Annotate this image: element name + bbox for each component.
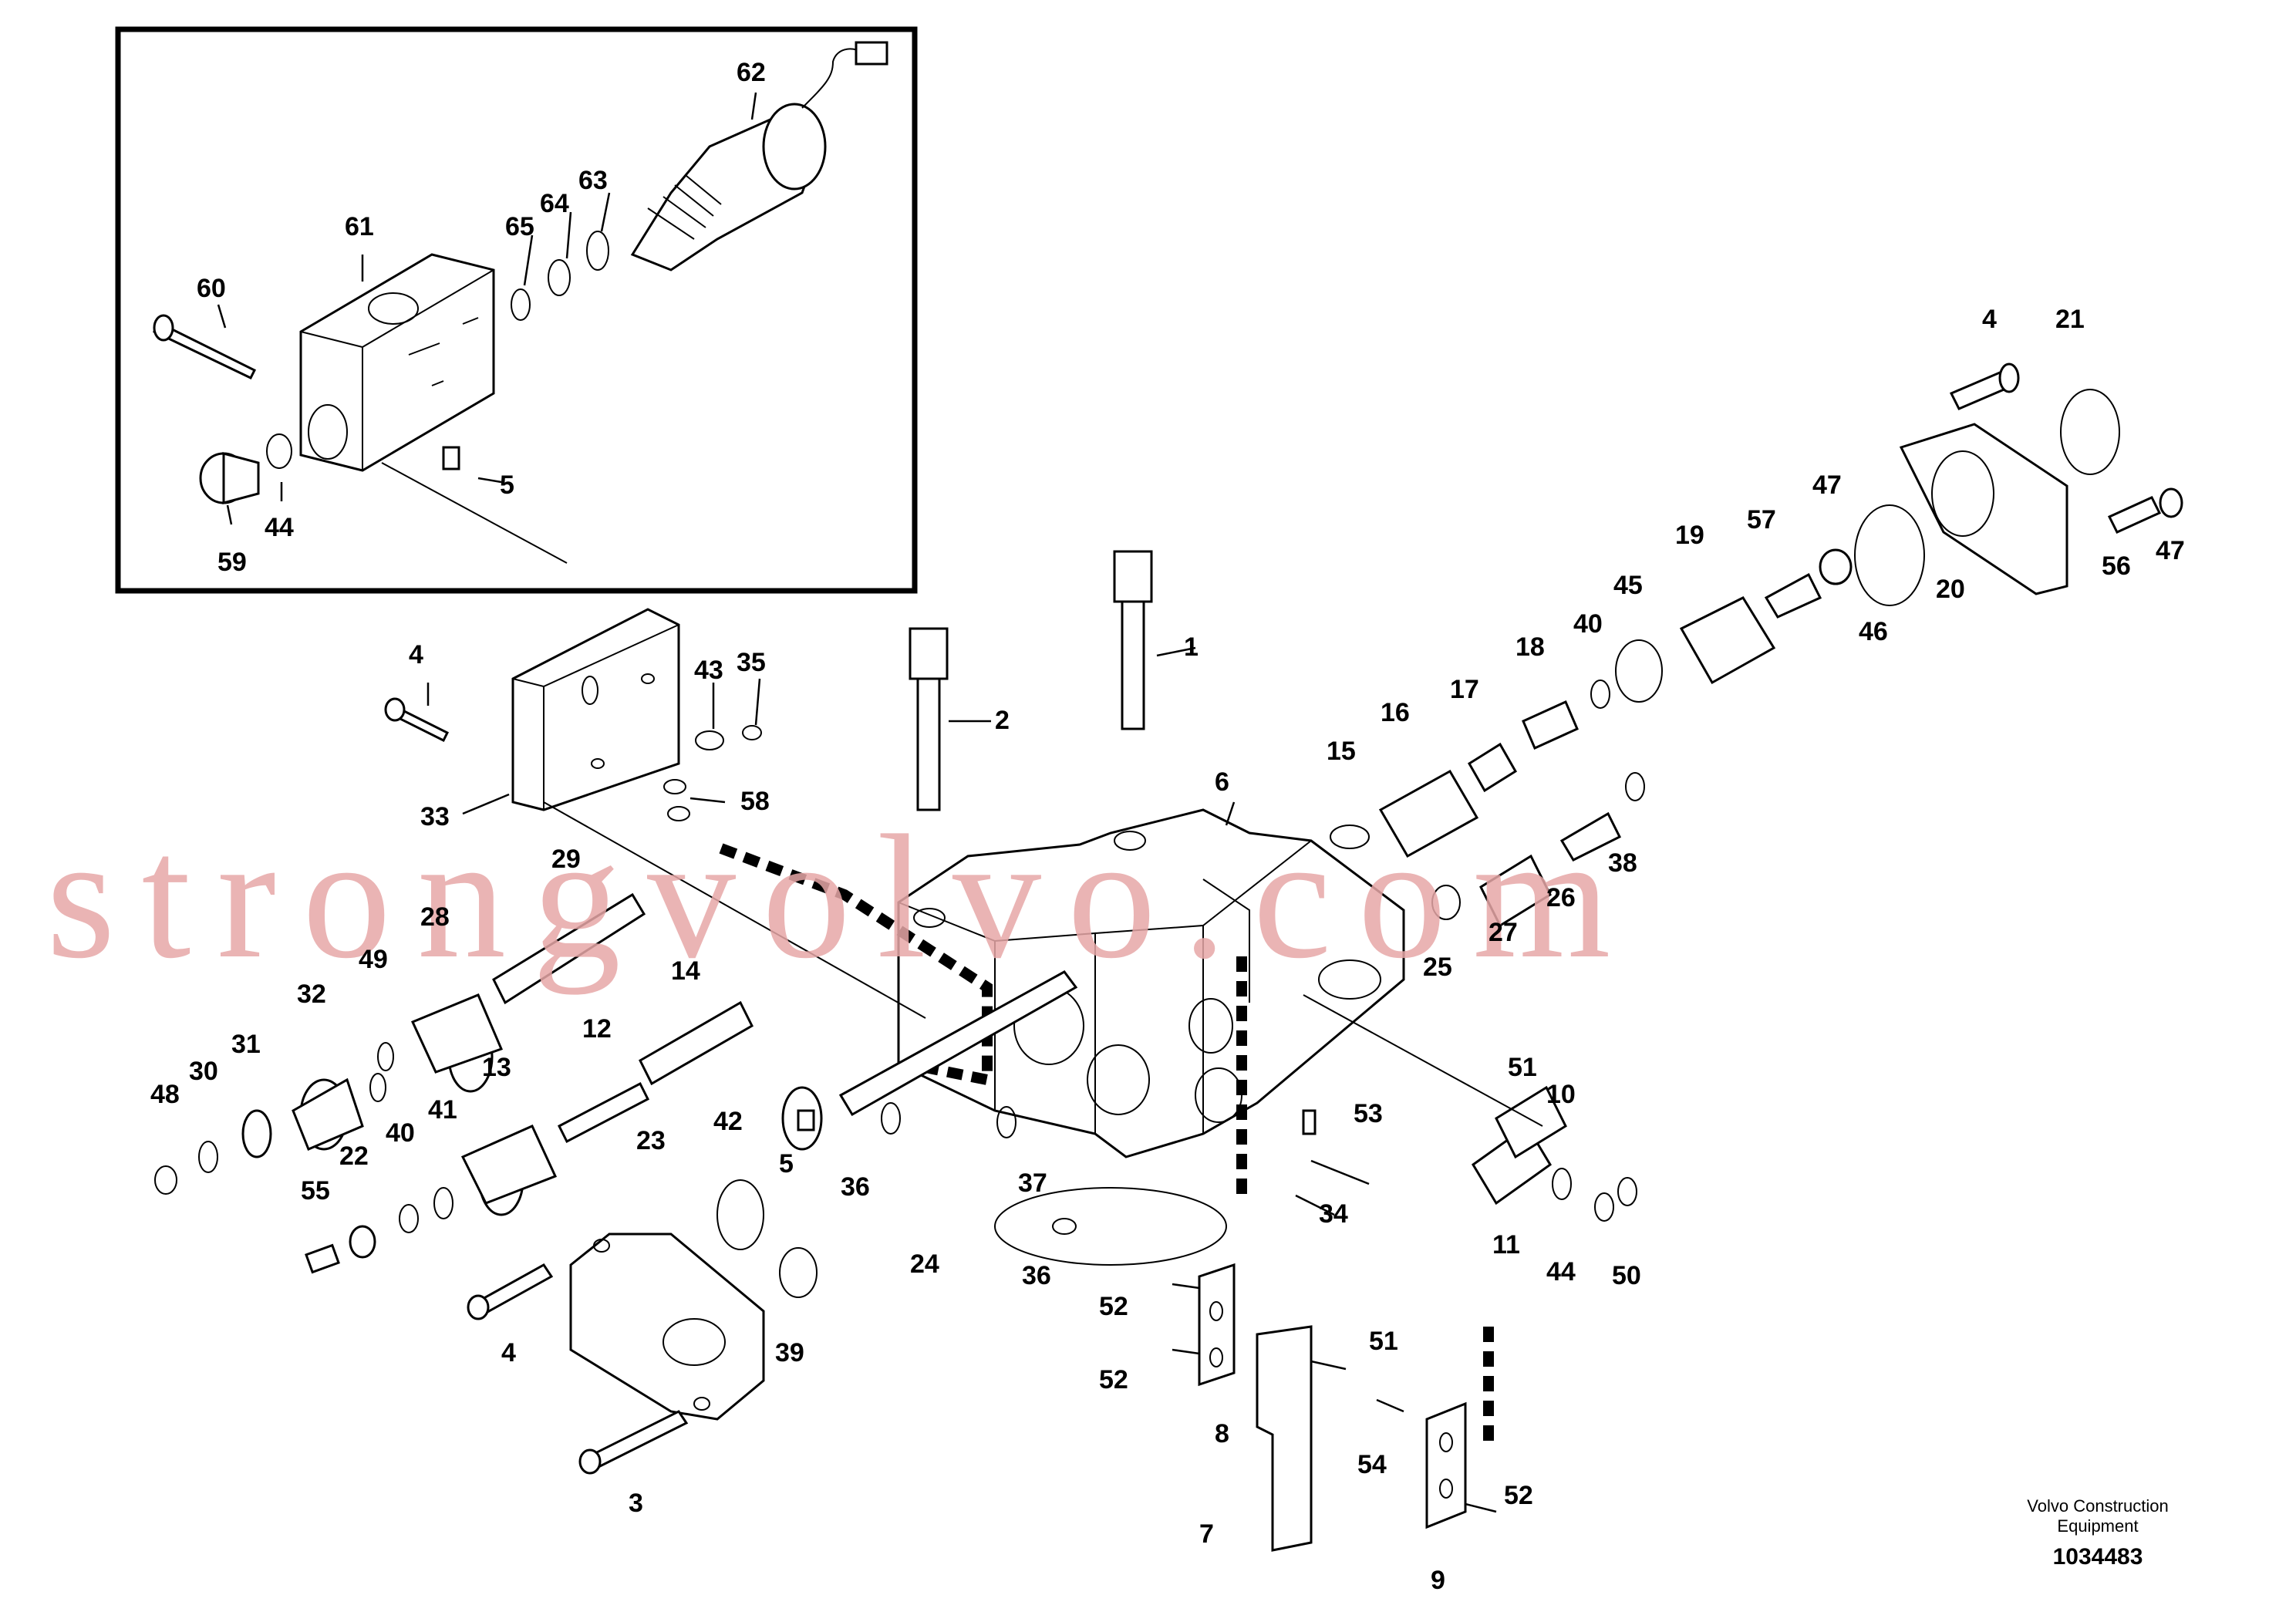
- callout-63: 63: [578, 166, 608, 195]
- section-lines: [719, 843, 1494, 1450]
- callout-9: 9: [1431, 1566, 1445, 1595]
- callout-3: 3: [629, 1489, 643, 1518]
- callout-15: 15: [1327, 737, 1356, 766]
- callout-14: 14: [671, 956, 700, 986]
- callout-49: 49: [359, 945, 388, 974]
- brand-line-2: Equipment: [2057, 1516, 2138, 1536]
- callout-23: 23: [636, 1126, 666, 1155]
- brand-line-1: Volvo Construction: [2027, 1496, 2168, 1516]
- linkage: [1172, 1263, 1497, 1552]
- callout-30: 30: [189, 1057, 218, 1086]
- callout-48: 48: [150, 1080, 180, 1109]
- callout-39: 39: [775, 1338, 804, 1367]
- callout-37: 37: [1018, 1168, 1047, 1198]
- right-spools: [1303, 363, 2183, 1222]
- callout-53: 53: [1354, 1099, 1383, 1128]
- callout-41: 41: [428, 1095, 457, 1125]
- brand-block: Volvo Construction Equipment 1034483: [2027, 1496, 2168, 1570]
- callout-35: 35: [737, 648, 766, 677]
- inset-detail: [115, 26, 918, 594]
- callout-8: 8: [1215, 1419, 1229, 1448]
- callout-31: 31: [231, 1030, 261, 1059]
- callout-20: 20: [1936, 575, 1965, 604]
- callout-44-inset: 44: [265, 513, 294, 542]
- callout-46: 46: [1859, 617, 1888, 646]
- callout-57: 57: [1747, 505, 1776, 534]
- callout-52-mid: 52: [1099, 1365, 1128, 1394]
- callout-12: 12: [582, 1014, 612, 1044]
- left-spools: [154, 892, 754, 1274]
- callout-40-left: 40: [386, 1118, 415, 1148]
- callout-16: 16: [1381, 698, 1410, 727]
- callout-34: 34: [1319, 1199, 1348, 1229]
- valve-body: [897, 808, 1405, 1266]
- callout-4-bottom: 4: [501, 1338, 516, 1367]
- callout-32: 32: [297, 980, 326, 1009]
- callout-29: 29: [551, 845, 581, 874]
- cover-23: [467, 1179, 818, 1475]
- callout-7: 7: [1199, 1519, 1214, 1549]
- callout-43: 43: [694, 656, 723, 685]
- document-number: 1034483: [2053, 1544, 2143, 1570]
- callout-18: 18: [1515, 632, 1545, 662]
- callout-62: 62: [737, 58, 766, 87]
- callout-38: 38: [1608, 848, 1637, 878]
- callout-4-top: 4: [1982, 305, 1997, 334]
- callout-5-inset: 5: [500, 470, 514, 500]
- callout-47-right: 47: [2156, 536, 2185, 565]
- callout-2: 2: [995, 706, 1010, 735]
- callout-26: 26: [1546, 883, 1576, 912]
- callout-21: 21: [2055, 305, 2085, 334]
- callout-64: 64: [540, 189, 569, 218]
- callout-33: 33: [420, 802, 450, 831]
- callout-55: 55: [301, 1176, 330, 1206]
- callout-13: 13: [482, 1053, 511, 1082]
- callout-50: 50: [1612, 1261, 1641, 1290]
- callout-17: 17: [1450, 675, 1479, 704]
- callout-19: 19: [1675, 521, 1704, 550]
- callout-4-left: 4: [409, 640, 423, 669]
- watermark-text: strongvolvo.com: [46, 798, 1637, 995]
- center-shafts: [781, 550, 1317, 1235]
- callout-5-main: 5: [779, 1149, 794, 1179]
- callout-58: 58: [740, 787, 770, 816]
- callout-52-top: 52: [1099, 1292, 1128, 1321]
- callout-51-right: 51: [1508, 1053, 1537, 1082]
- callout-65: 65: [505, 212, 534, 241]
- callout-labels: 62 63 64 65 61 60 5 44 59 4 21 47 57 19 …: [150, 58, 2185, 1595]
- callout-56: 56: [2102, 551, 2131, 581]
- callout-6: 6: [1215, 767, 1229, 797]
- callout-44-right: 44: [1546, 1257, 1576, 1286]
- callout-45: 45: [1613, 571, 1643, 600]
- callout-24: 24: [910, 1249, 939, 1279]
- cover-33: [384, 608, 926, 1019]
- callout-36-bottom: 36: [1022, 1261, 1051, 1290]
- callout-59: 59: [217, 548, 247, 577]
- callout-52-right: 52: [1504, 1481, 1533, 1510]
- callout-60: 60: [197, 274, 226, 303]
- callout-1: 1: [1184, 632, 1199, 662]
- callout-28: 28: [420, 902, 450, 932]
- callout-40-right: 40: [1573, 609, 1603, 639]
- callout-27: 27: [1489, 918, 1518, 947]
- callout-36-left: 36: [841, 1172, 870, 1202]
- callout-51-bottom: 51: [1369, 1327, 1398, 1356]
- callout-47-left: 47: [1812, 470, 1842, 500]
- callout-25: 25: [1423, 953, 1452, 982]
- callout-42: 42: [713, 1107, 743, 1136]
- callout-54: 54: [1357, 1450, 1387, 1479]
- callout-11: 11: [1492, 1230, 1520, 1259]
- callout-10: 10: [1546, 1080, 1576, 1109]
- callout-61: 61: [345, 212, 374, 241]
- leader-lines: [217, 92, 1370, 1216]
- callout-22: 22: [339, 1141, 369, 1171]
